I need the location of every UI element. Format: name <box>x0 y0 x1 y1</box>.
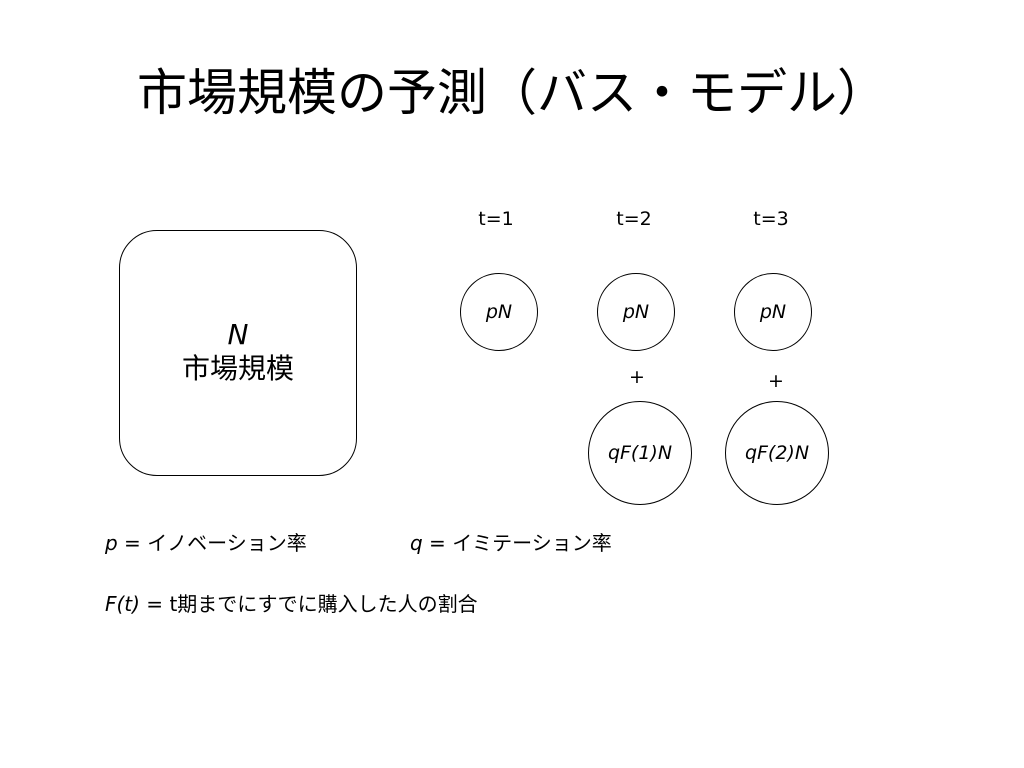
definition-q-text: イミテーション率 <box>452 531 612 555</box>
slide-title: 市場規模の予測（バス・モデル） <box>137 64 887 122</box>
period-label-2: t=2 <box>616 208 652 230</box>
definition-q: q = イミテーション率 <box>410 530 612 556</box>
definition-f-equals: = <box>139 592 170 616</box>
imitation-node-t2: qF(1)N <box>588 401 692 505</box>
innovation-node-t2: pN <box>597 273 675 351</box>
definition-p-text: イノベーション率 <box>147 531 307 555</box>
definition-q-symbol: q <box>410 531 423 555</box>
plus-sign-t2: + <box>629 366 645 388</box>
definition-p: p = イノベーション率 <box>105 530 307 556</box>
definition-p-symbol: p <box>105 531 118 555</box>
imitation-node-t3: qF(2)N <box>725 401 829 505</box>
innovation-node-t3: pN <box>734 273 812 351</box>
definition-q-equals: = <box>422 531 453 555</box>
definition-f: F(t) = t期までにすでに購入した人の割合 <box>105 591 478 617</box>
period-label-3: t=3 <box>753 208 789 230</box>
definition-f-text: t期までにすでに購入した人の割合 <box>169 592 478 616</box>
definition-f-symbol: F(t) <box>105 592 140 616</box>
market-size-box: N 市場規模 <box>119 230 357 476</box>
definition-p-equals: = <box>117 531 148 555</box>
plus-sign-t3: + <box>768 370 784 392</box>
market-label: 市場規模 <box>181 352 294 385</box>
innovation-node-t1: pN <box>460 273 538 351</box>
market-symbol: N <box>227 318 249 351</box>
period-label-1: t=1 <box>478 208 514 230</box>
